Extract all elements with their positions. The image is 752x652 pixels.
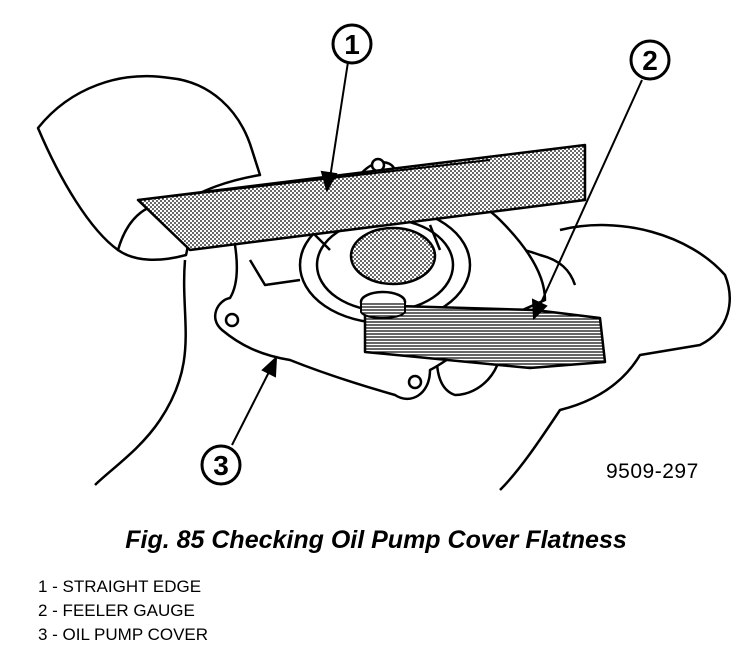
callout-3: 3: [200, 444, 242, 486]
callout-2: 2: [629, 39, 671, 81]
legend-item-feeler-gauge: 2 - FEELER GAUGE: [38, 601, 195, 620]
figure-caption: Fig. 85 Checking Oil Pump Cover Flatness: [125, 526, 627, 554]
arrowhead-3: [261, 355, 278, 378]
leader-line-3: [231, 369, 271, 446]
leader-line-1: [329, 61, 349, 179]
callout-2-number: 2: [642, 45, 658, 76]
arrowhead-2: [531, 298, 548, 321]
right-hand: [94, 223, 731, 491]
leader-line-2: [539, 79, 643, 306]
callout-3-number: 3: [213, 450, 229, 481]
pump-rotor-area: [349, 226, 437, 286]
callout-1: 1: [331, 23, 373, 65]
straight-edge: [136, 143, 587, 252]
feeler-gauge: [359, 290, 607, 370]
legend-item-oil-pump-cover: 3 - OIL PUMP COVER: [38, 625, 209, 644]
oil-pump-cover-illustration: 1 2 3: [36, 23, 731, 491]
figure-reference-code: 9509-297: [606, 460, 699, 483]
callout-1-number: 1: [344, 29, 360, 60]
arrowhead-1: [320, 170, 338, 193]
oil-pump-cover: [213, 157, 547, 401]
legend-item-straight-edge: 1 - STRAIGHT EDGE: [38, 577, 202, 596]
legend: 1 - STRAIGHT EDGE 2 - FEELER GAUGE 3 - O…: [38, 575, 208, 647]
leader-lines: [231, 61, 643, 446]
